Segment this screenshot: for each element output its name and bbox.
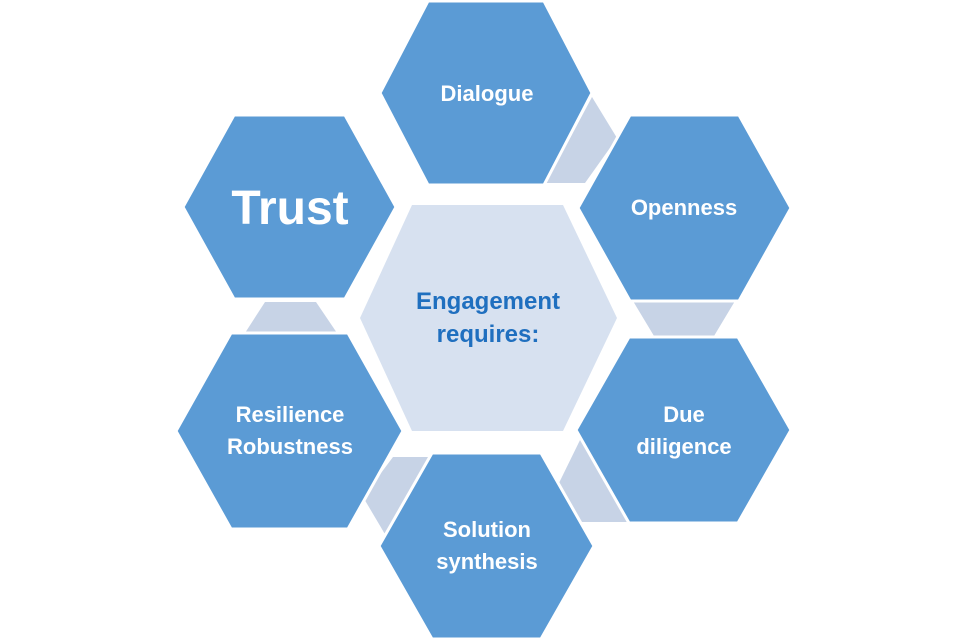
connector-due-diligence-solution — [558, 436, 627, 522]
openness-label: Openness — [631, 195, 737, 220]
hexagon-due-diligence: Due diligence — [574, 335, 793, 525]
connector-dialogue-openness — [546, 97, 617, 183]
due-diligence-label-line2: diligence — [636, 434, 731, 459]
connectors — [245, 97, 735, 541]
resilience-label-line2: Robustness — [227, 434, 353, 459]
hexagon-dialogue: Dialogue — [378, 0, 594, 187]
hexagon-resilience-robustness-shape — [174, 331, 405, 531]
hexagon-trust: Trust — [181, 113, 398, 301]
center-hexagon-shape — [360, 205, 617, 431]
resilience-label-line1: Resilience — [236, 402, 345, 427]
hexagon-trust-shape — [181, 113, 398, 301]
due-diligence-label-line1: Due — [663, 402, 705, 427]
solution-synthesis-label-line1: Solution — [443, 517, 531, 542]
connector-solution-resilience — [363, 457, 433, 541]
solution-synthesis-label-line2: synthesis — [436, 549, 538, 574]
hexagon-openness: Openness — [576, 113, 793, 303]
center-label-line1: Engagement — [416, 288, 560, 315]
center-hexagon: Engagement requires: — [360, 205, 617, 431]
hexagon-dialogue-shape — [378, 0, 594, 187]
hexagon-due-diligence-shape — [574, 335, 793, 525]
center-label-line2: requires: — [437, 321, 540, 348]
hexagon-resilience-robustness: Resilience Robustness — [174, 331, 405, 531]
hexagon-solution-synthesis: Solution synthesis — [377, 451, 596, 639]
hexagon-openness-shape — [576, 113, 793, 303]
dialogue-label: Dialogue — [441, 81, 534, 106]
connector-openness-due-diligence — [633, 301, 735, 336]
connector-resilience-trust — [245, 302, 337, 333]
hexagon-solution-synthesis-shape — [377, 451, 596, 639]
trust-label: Trust — [231, 182, 348, 235]
